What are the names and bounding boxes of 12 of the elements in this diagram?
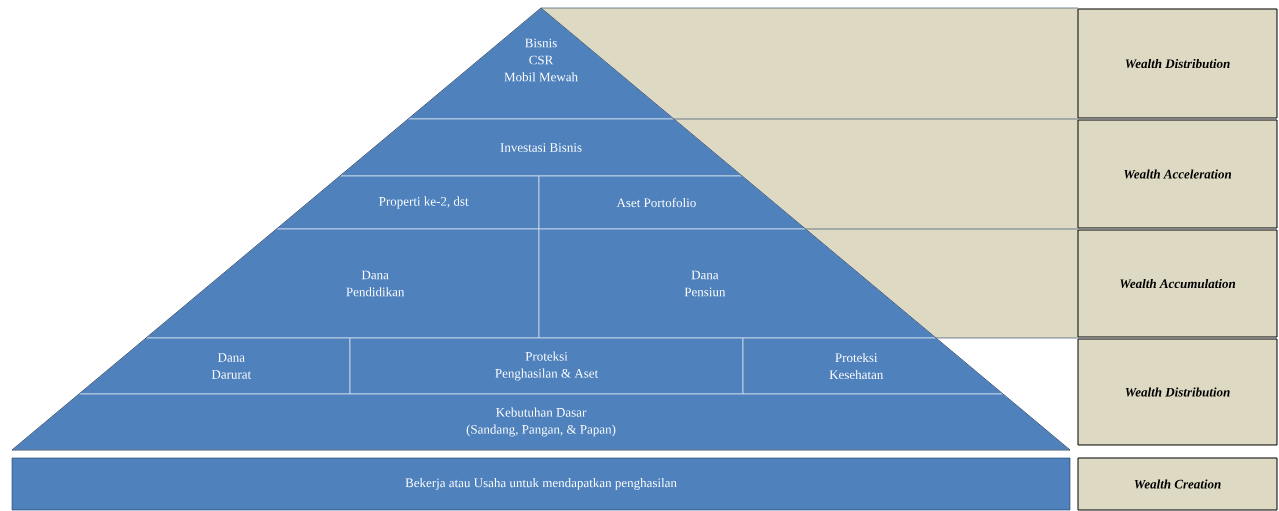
pyramid-tier: Proteksi Kesehatan <box>742 337 1004 395</box>
pyramid-tier: Investasi Bisnis <box>339 118 743 177</box>
pyramid-tier: Dana Darurat <box>78 337 351 395</box>
stage-label: Wealth Creation <box>1077 457 1278 511</box>
stage-label: Wealth Distribution <box>1077 338 1278 446</box>
pyramid-tier: Properti ke-2, dst <box>276 175 540 230</box>
stage-label: Wealth Accumulation <box>1077 229 1278 338</box>
stage-label: Wealth Acceleration <box>1077 119 1278 229</box>
stage-label: Wealth Distribution <box>1077 8 1278 119</box>
pyramid-tier: Proteksi Penghasilan & Aset <box>349 337 744 395</box>
pyramid-tier: Bisnis CSR Mobil Mewah <box>407 7 675 120</box>
base-bar: Bekerja atau Usaha untuk mendapatkan penghasilan <box>11 457 1071 511</box>
